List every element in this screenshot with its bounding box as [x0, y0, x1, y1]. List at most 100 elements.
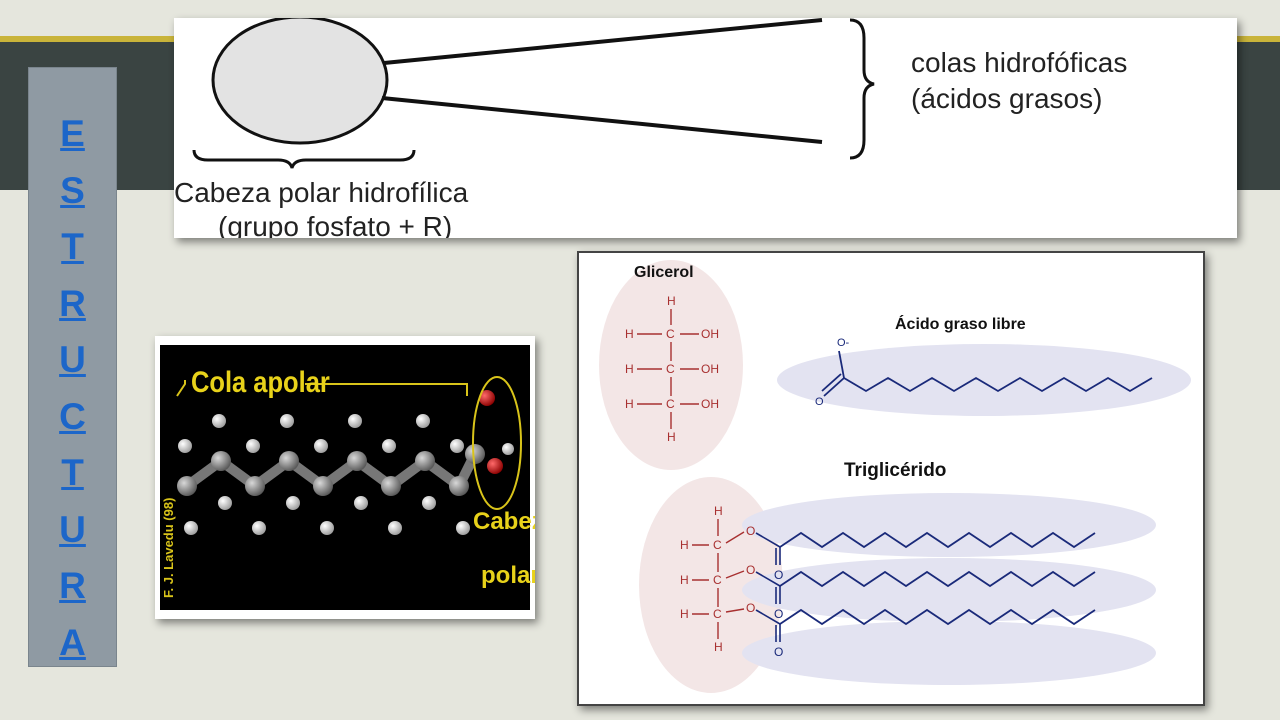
fatty-acid-model-svg: Cola apolar Cabeza polar F. J. Lavedu (9… — [160, 345, 558, 610]
cola-apolar-label: Cola apolar — [191, 365, 330, 398]
carboxyl-double-bond — [821, 373, 842, 392]
hydrogen-atom — [416, 414, 430, 428]
tails-label-line-1: colas hidrofóficas — [911, 47, 1127, 78]
tri-h-bottom: H — [714, 640, 723, 654]
tri-h-left: H — [680, 573, 689, 587]
tri-c: C — [713, 538, 722, 552]
carboxyl-bond-down — [823, 377, 845, 397]
carboxylate-o-minus: O- — [837, 337, 850, 349]
tri-carbonyl-o: O — [774, 607, 783, 621]
hydrogen-atom — [184, 521, 198, 535]
glycerol-highlight — [599, 260, 743, 470]
tri-c: C — [713, 573, 722, 587]
tri-bond — [725, 608, 745, 613]
tri-carbonyl-o: O — [774, 568, 783, 582]
tri-bond — [725, 531, 745, 544]
model-credit: F. J. Lavedu (98) — [161, 498, 176, 598]
tri-chain-bond — [755, 609, 781, 625]
carbon-atom — [313, 476, 333, 496]
hydrogen-atom — [354, 496, 368, 510]
tri-fatty-chain — [779, 570, 1096, 588]
head-label-line-2: (grupo fosfato + R) — [218, 211, 452, 238]
tri-fatty-chain — [779, 531, 1096, 549]
oxygen-atom — [479, 390, 495, 406]
tail-line-lower — [381, 96, 823, 144]
carbon-atom — [415, 451, 435, 471]
cabeza-label: Cabeza — [473, 508, 535, 535]
carboxyl-bond-up — [838, 350, 845, 379]
tails-brace — [849, 18, 875, 160]
head-brace — [192, 149, 416, 169]
triglyceride-diagram: Glicerol Ácido graso libre Triglicérido … — [577, 251, 1205, 706]
hydrogen-atom — [348, 414, 362, 428]
carbon-atom — [211, 451, 231, 471]
tails-label-line-2: (ácidos grasos) — [911, 83, 1102, 114]
tri-h-left: H — [680, 538, 689, 552]
glycerol-oh: OH — [701, 362, 719, 376]
tail-line-upper — [383, 18, 823, 65]
acido-graso-title: Ácido graso libre — [895, 314, 1026, 333]
glycerol-h-top: H — [667, 294, 676, 308]
tri-chain-bond — [755, 571, 781, 587]
glycerol-h-left: H — [625, 362, 634, 376]
hydrogen-atom — [502, 443, 514, 455]
glycerol-h-left: H — [625, 327, 634, 341]
tri-ester-o: O — [746, 601, 755, 615]
free-fatty-acid-structure: O- O — [815, 337, 1153, 408]
title-letter: R — [59, 565, 86, 606]
carbon-atom — [381, 476, 401, 496]
polar-head-circle — [211, 15, 389, 145]
title-letter: S — [60, 169, 85, 211]
fatty-acid-highlight — [777, 344, 1191, 416]
glycerol-oh: OH — [701, 327, 719, 341]
hydrogen-atom — [320, 521, 334, 535]
tri-c: C — [713, 607, 722, 621]
triglyceride-svg: Glicerol Ácido graso libre Triglicérido … — [599, 260, 1191, 693]
triglyceride-chain-highlight-1 — [742, 493, 1156, 557]
cabeza-circle — [472, 376, 522, 510]
hydrogen-atom — [212, 414, 226, 428]
carbon-atom — [347, 451, 367, 471]
hydrogen-atom — [246, 439, 260, 453]
hydrogen-atom — [388, 521, 402, 535]
glycerol-c: C — [666, 327, 675, 341]
carboxyl-o: O — [815, 396, 824, 408]
tri-chain-bond — [755, 532, 781, 548]
tri-h-top: H — [714, 504, 723, 518]
glicerol-title: Glicerol — [634, 264, 694, 281]
hydrogen-atom — [286, 496, 300, 510]
title-letter: C — [59, 395, 86, 437]
free-fatty-acid-chain — [843, 376, 1153, 393]
tri-h-left: H — [680, 607, 689, 621]
glycerol-c: C — [666, 397, 675, 411]
carbon-atom — [279, 451, 299, 471]
glycerol-h-left: H — [625, 397, 634, 411]
phospholipid-svg: colas hidrofóficas (ácidos grasos) Cabez… — [174, 15, 1127, 242]
carbon-atom — [465, 444, 485, 464]
hydrogen-atom — [456, 521, 470, 535]
trigliceride-title: Triglicérido — [844, 460, 946, 481]
tri-bond — [725, 570, 745, 579]
title-letter: R — [59, 282, 86, 324]
glycerol-h-bottom: H — [667, 430, 676, 444]
hydrogen-atom — [178, 439, 192, 453]
cola-bracket-line — [305, 383, 468, 396]
carbon-atom — [245, 476, 265, 496]
glycerol-c: C — [666, 362, 675, 376]
title-letter: U — [59, 508, 86, 550]
phospholipid-diagram: colas hidrofóficas (ácidos grasos) Cabez… — [174, 15, 1237, 242]
title-letter: E — [60, 113, 85, 154]
title-letter: T — [61, 226, 84, 267]
hydrogen-atom — [280, 414, 294, 428]
triglyceride-chain-highlight-3 — [742, 621, 1156, 685]
oxygen-atom — [487, 458, 503, 474]
title-letter: T — [61, 452, 84, 493]
tri-ester-o: O — [746, 524, 755, 538]
hydrogen-atom — [382, 439, 396, 453]
carbon-atom — [177, 476, 197, 496]
model-atoms — [177, 390, 514, 535]
